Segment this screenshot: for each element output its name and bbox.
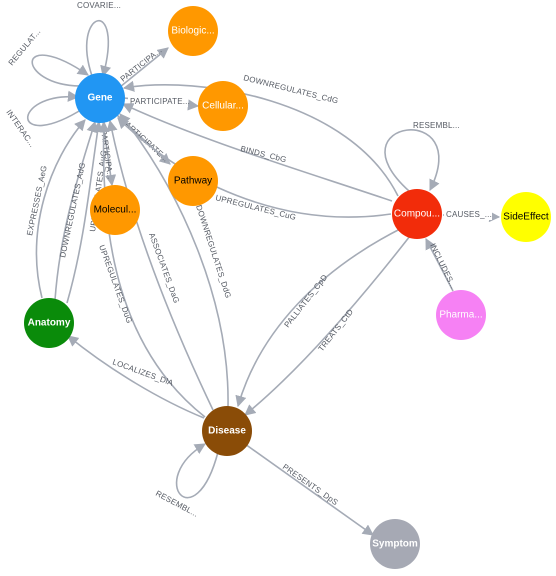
- node-symptom-label: Symptom: [372, 539, 418, 550]
- edge-label-resembles-crc: RESEMBL...: [413, 121, 460, 130]
- node-biological-process-label: Biologic...: [171, 26, 214, 37]
- edge-label-includes: INCLUDES...: [428, 242, 458, 290]
- edge-resembles-crc[interactable]: RESEMBL...: [384, 121, 460, 192]
- node-compound[interactable]: Compou...: [392, 189, 442, 239]
- edge-label-upregulates-dug: UPREGULATES_DuG: [97, 244, 134, 325]
- edge-label-downregulates-cdg: DOWNREGULATES_CdG: [243, 73, 340, 105]
- edge-label-resembles-drd: RESEMBL...: [154, 489, 200, 519]
- edge-interacts[interactable]: INTERAC...: [4, 90, 85, 149]
- edge-causes[interactable]: CAUSES_...: [442, 210, 501, 223]
- node-biological-process-circle[interactable]: [168, 6, 218, 56]
- node-gene-circle[interactable]: [75, 73, 125, 123]
- edge-label-causes: CAUSES_...: [446, 210, 492, 219]
- edge-label-expresses: EXPRESSES_AeG: [25, 165, 49, 237]
- node-disease-circle[interactable]: [202, 406, 252, 456]
- node-symptom[interactable]: Symptom: [370, 519, 420, 569]
- edge-label-regulates: REGULAT...: [7, 27, 43, 67]
- edge-participates-bp[interactable]: PARTICIPA...: [119, 46, 169, 88]
- node-gene[interactable]: Gene: [75, 73, 125, 123]
- edge-label-palliates: PALLIATES_CpD: [282, 273, 329, 329]
- node-pharmacologic-class[interactable]: Pharma...: [436, 290, 486, 340]
- node-side-effect[interactable]: SideEffect: [501, 192, 551, 242]
- edge-label-participates-bp: PARTICIPA...: [119, 46, 164, 84]
- edge-downregulates-cdg[interactable]: DOWNREGULATES_CdG: [122, 73, 399, 197]
- node-biological-process[interactable]: Biologic...: [168, 6, 218, 56]
- edge-label-presents: PRESENTS_DpS: [281, 462, 340, 507]
- edge-label-binds: BINDS_CbG: [240, 144, 288, 164]
- node-pharmacologic-class-label: Pharma...: [439, 310, 482, 321]
- node-pathway-label: Pathway: [174, 176, 212, 187]
- node-compound-label: Compou...: [394, 209, 440, 220]
- node-cellular-component[interactable]: Cellular...: [198, 81, 248, 131]
- node-molecular-function-circle[interactable]: [90, 185, 140, 235]
- node-gene-label: Gene: [87, 93, 112, 104]
- edge-palliates[interactable]: PALLIATES_CpD: [235, 228, 401, 408]
- edge-label-downregulates-aeg: DOWNREGULATES_AdG: [58, 162, 87, 259]
- edge-participates-cc[interactable]: PARTICIPATE...: [123, 96, 200, 111]
- edge-regulates[interactable]: REGULAT...: [7, 27, 89, 87]
- edge-treats[interactable]: TREATS_CtD: [244, 235, 411, 416]
- edge-resembles-drd[interactable]: RESEMBL...: [154, 443, 219, 519]
- edge-label-interacts: INTERAC...: [4, 108, 36, 149]
- edge-label-treats: TREATS_CtD: [316, 307, 355, 353]
- node-side-effect-circle[interactable]: [501, 192, 551, 242]
- edge-localizes[interactable]: LOCALIZES_DlA: [67, 335, 205, 419]
- node-symptom-circle[interactable]: [370, 519, 420, 569]
- node-anatomy-circle[interactable]: [24, 298, 74, 348]
- edge-presents[interactable]: PRESENTS_DpS: [244, 443, 374, 536]
- node-cellular-component-label: Cellular...: [202, 101, 244, 112]
- node-pathway-circle[interactable]: [168, 156, 218, 206]
- edge-label-downregulates-ddg: DOWNREGULATES_DdG: [194, 204, 233, 300]
- node-anatomy[interactable]: Anatomy: [24, 298, 74, 348]
- node-disease-label: Disease: [208, 426, 246, 437]
- edge-participates-pw[interactable]: PARTICIPATE...: [116, 114, 171, 165]
- node-compound-circle[interactable]: [392, 189, 442, 239]
- edge-includes[interactable]: INCLUDES...: [425, 238, 458, 292]
- edge-label-participates-cc: PARTICIPATE...: [130, 97, 190, 106]
- node-pathway[interactable]: Pathway: [168, 156, 218, 206]
- node-disease[interactable]: Disease: [202, 406, 252, 456]
- node-anatomy-label: Anatomy: [28, 318, 71, 329]
- node-pharmacologic-class-circle[interactable]: [436, 290, 486, 340]
- node-molecular-function-label: Molecul...: [94, 205, 137, 216]
- edges-layer: COVARIE... REGULAT... INTERAC... PARTICI…: [4, 0, 501, 536]
- node-molecular-function[interactable]: Molecul...: [90, 185, 140, 235]
- edge-downregulates-ddg[interactable]: DOWNREGULATES_DdG: [119, 113, 233, 408]
- node-side-effect-label: SideEffect: [503, 212, 549, 223]
- node-cellular-component-circle[interactable]: [198, 81, 248, 131]
- edge-label-upregulates-cug: UPREGULATES_CuG: [215, 193, 298, 222]
- nodes-layer: Gene Biologic... Cellular... Pathway Mol…: [24, 6, 551, 569]
- edge-label-localizes: LOCALIZES_DlA: [111, 357, 175, 387]
- edge-covaries[interactable]: COVARIE...: [75, 0, 123, 78]
- edge-label-covaries: COVARIE...: [77, 1, 121, 10]
